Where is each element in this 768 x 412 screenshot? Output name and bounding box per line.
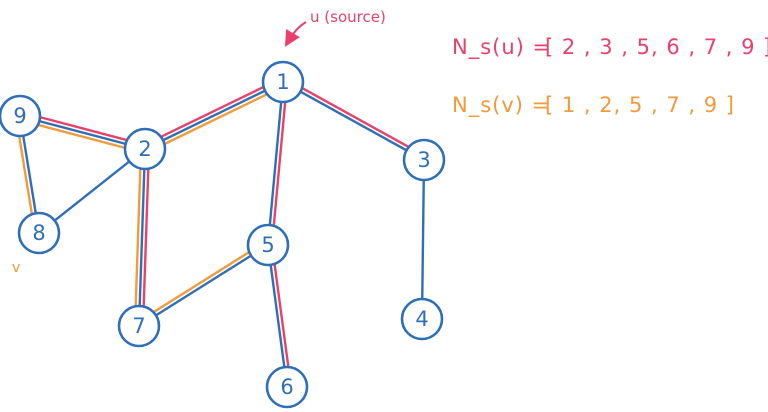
edge-5-6 xyxy=(269,263,290,369)
edge-8-2 xyxy=(53,160,131,222)
edge-1-5 xyxy=(268,100,287,227)
node-label: 2 xyxy=(138,137,151,161)
neighbor-set-v-values: [ 1 , 2, 5 , 7 , 9 ] xyxy=(545,93,735,117)
node-6: 6 xyxy=(265,365,309,409)
edge-highlight-pink xyxy=(272,101,287,227)
node-circle xyxy=(123,127,167,171)
edge-line xyxy=(22,134,37,215)
edge-line xyxy=(269,263,286,369)
edge-line xyxy=(138,167,146,308)
edge-2-1 xyxy=(160,85,268,146)
source-arrow xyxy=(284,21,307,47)
edge-1-3 xyxy=(299,86,410,152)
edge-line xyxy=(268,100,283,227)
edges-layer xyxy=(18,85,425,369)
node-8: 8 xyxy=(17,211,61,255)
node-circle xyxy=(117,304,161,348)
node-7: 7 xyxy=(117,304,161,348)
edge-3-4 xyxy=(421,178,425,301)
edge-highlight-pink xyxy=(301,86,410,149)
edge-highlight-orange xyxy=(18,135,34,216)
node-label: 3 xyxy=(417,148,430,172)
edge-line xyxy=(421,178,425,301)
node-circle xyxy=(246,223,290,267)
edge-line xyxy=(161,89,267,142)
node-circle xyxy=(0,94,42,138)
edge-5-7 xyxy=(152,251,253,317)
edge-line xyxy=(53,160,131,222)
neighbor-set-v: N_s(v) = [ 1 , 2, 5 , 7 , 9 ] xyxy=(452,93,735,118)
node-circle xyxy=(265,365,309,409)
edge-line xyxy=(154,254,253,317)
nodes-layer: 1 2 3 4 5 6 7 8 9 xyxy=(0,60,446,409)
node-circle xyxy=(402,138,446,182)
node-3: 3 xyxy=(402,138,446,182)
edge-highlight-pink xyxy=(160,85,265,138)
node-2: 2 xyxy=(123,127,167,171)
node-circle xyxy=(400,297,444,341)
neighbor-set-v-label: N_s(v) = xyxy=(452,93,550,118)
edge-line xyxy=(38,119,127,146)
source-annotation: u (source) xyxy=(284,8,386,47)
edge-highlight-pink xyxy=(273,263,290,368)
source-label: u (source) xyxy=(310,8,386,26)
edge-highlight-pink xyxy=(142,167,150,308)
node-label: 9 xyxy=(13,104,26,128)
node-label: 1 xyxy=(276,70,289,94)
neighbor-set-u-values: [ 2 , 3 , 5, 6 , 7 , 9 ] xyxy=(545,35,768,59)
node-label: 7 xyxy=(132,314,145,338)
edge-highlight-orange xyxy=(152,251,251,314)
node-1: 1 xyxy=(261,60,305,104)
node-label: 4 xyxy=(415,307,428,331)
edge-9-8 xyxy=(18,134,37,216)
edge-highlight-pink xyxy=(39,116,128,142)
edge-highlight-orange xyxy=(37,123,126,149)
neighbor-set-u-label: N_s(u) = xyxy=(452,35,551,60)
node-4: 4 xyxy=(400,297,444,341)
node-label: 5 xyxy=(261,233,274,257)
node-label: 6 xyxy=(280,375,293,399)
node-5: 5 xyxy=(246,223,290,267)
node-9: 9 xyxy=(0,94,42,138)
v-label: v xyxy=(12,260,20,276)
neighbor-set-u: N_s(u) = [ 2 , 3 , 5, 6 , 7 , 9 ] xyxy=(452,35,768,60)
edge-line xyxy=(299,90,408,152)
node-circle xyxy=(17,211,61,255)
edge-9-2 xyxy=(37,116,128,149)
edge-highlight-orange xyxy=(134,167,142,308)
node-label: 8 xyxy=(32,221,45,245)
edge-highlight-orange xyxy=(163,93,268,146)
node-circle xyxy=(261,60,305,104)
edge-2-7 xyxy=(134,167,150,308)
